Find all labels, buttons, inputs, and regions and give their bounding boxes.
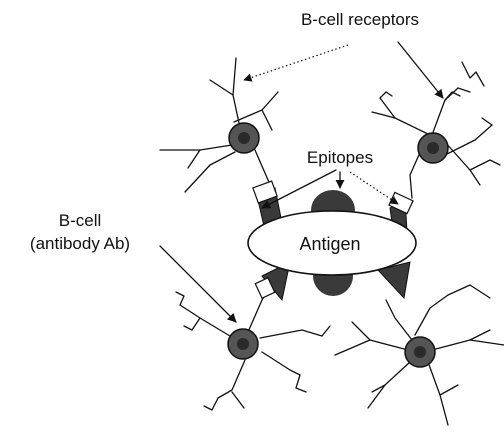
label-b-cell-receptors: B-cell receptors [301, 10, 419, 29]
receptor-arms [175, 279, 331, 411]
receptor-arms [334, 284, 504, 426]
epitope-pointer-right [349, 171, 399, 205]
b-cell-nucleus [237, 338, 249, 350]
receptor-arms [371, 61, 501, 199]
label-epitopes: Epitopes [307, 148, 373, 167]
antigen-body [247, 210, 417, 276]
label-antigen: Antigen [299, 234, 360, 254]
b-cell-top-left [159, 57, 279, 197]
label-antibody-ab: (antibody Ab) [30, 234, 130, 253]
receptor-pointer-solid [397, 41, 444, 99]
b-cell-pointer [159, 245, 237, 323]
epitope-pointer-left [261, 169, 337, 209]
b-cell-top-right [371, 61, 501, 199]
receptor-arms [159, 57, 279, 197]
receptor-socket-left [252, 180, 278, 204]
b-cell-nucleus [414, 346, 426, 358]
b-cell-bottom-right [334, 284, 504, 426]
receptor-socket-lower-left [254, 276, 276, 300]
antigen-complex [247, 180, 417, 302]
b-cell-nucleus [427, 142, 439, 154]
b-cell-nucleus [238, 132, 250, 144]
label-b-cell: B-cell [59, 211, 102, 230]
receptor-pointer-dotted [243, 44, 349, 82]
epitope-lower-right [377, 261, 411, 300]
b-cell-bottom-left [175, 279, 331, 411]
pointers [159, 41, 444, 323]
